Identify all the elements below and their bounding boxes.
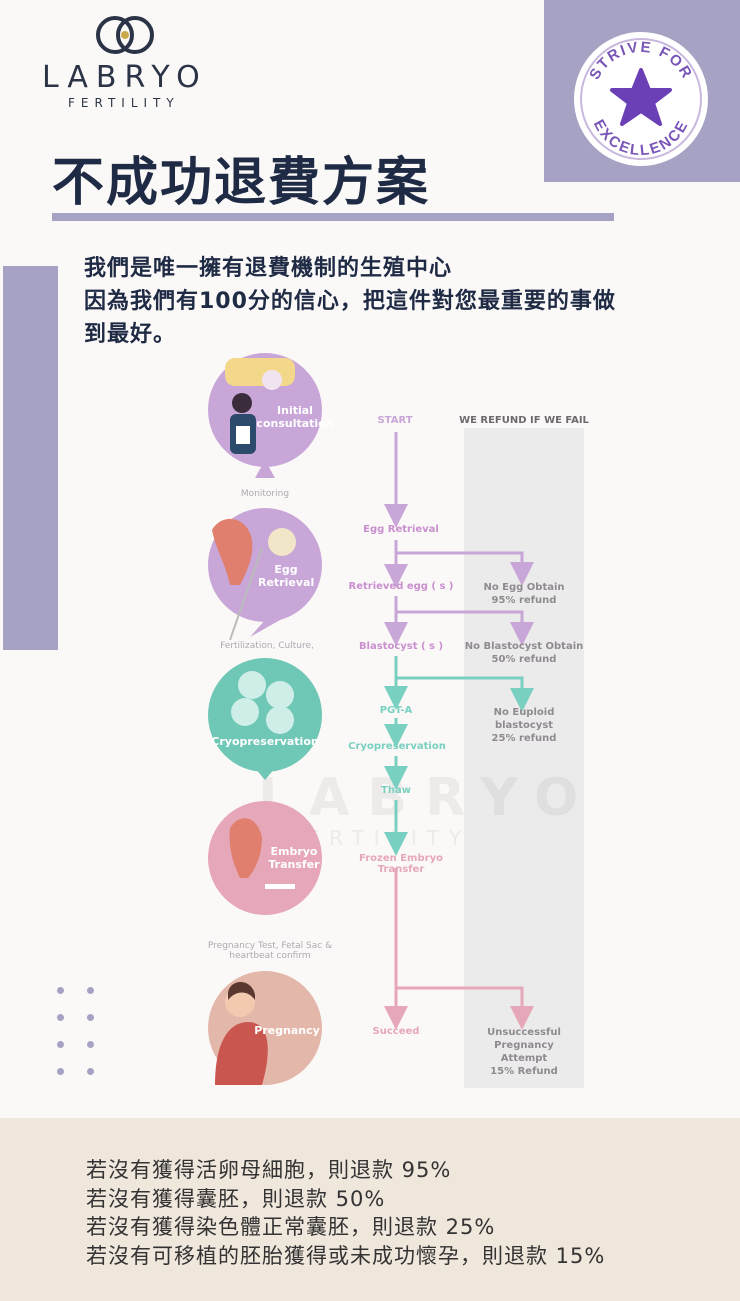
header-start: START: [377, 415, 413, 426]
stage-label-cryopreservation: Cryopreservation: [211, 735, 319, 748]
intro-text: 我們是唯一擁有退費機制的生殖中心 因為我們有100分的信心，把這件對您最重要的事…: [84, 252, 724, 351]
logo-subtitle: FERTILITY: [68, 96, 180, 110]
footer-line: 若沒有可移植的胚胎獲得或未成功懷孕，則退款 15%: [86, 1243, 606, 1268]
step-retrieved-egg: Retrieved egg ( s ): [348, 581, 454, 592]
title-underline: [52, 213, 614, 221]
refund-line: 50% refund: [491, 654, 557, 665]
step-pgt-a: PGT-A: [379, 705, 413, 716]
footer-line: 若沒有獲得活卵母細胞，則退款 95%: [86, 1158, 452, 1182]
footer-line: 若沒有獲得囊胚，則退款 50%: [86, 1186, 386, 1211]
refund-no-euploid: No Euploid blastocyst 25% refund: [464, 706, 584, 745]
step-succeed: Succeed: [372, 1026, 420, 1037]
cryopreservation-icon: [208, 658, 322, 780]
star-icon: [610, 68, 672, 126]
between-label-fertilization: Fertilization, Culture,: [220, 641, 314, 651]
refund-line: No Euploid blastocyst: [493, 707, 555, 731]
refund-line: Attempt: [500, 1053, 548, 1064]
intro-line: 因為我們有100分的信心，把這件對您最重要的事做: [84, 289, 616, 314]
step-cryopreservation: Cryopreservation: [348, 741, 446, 752]
step-egg-retrieval: Egg Retrieval: [363, 524, 439, 535]
refund-line: Unsuccessful: [487, 1027, 561, 1038]
refund-no-egg: No Egg Obtain 95% refund: [464, 581, 584, 607]
step-blastocyst: Blastocyst ( s ): [358, 641, 444, 652]
footer-panel: [0, 1118, 740, 1301]
watermark-text: LABRYO: [258, 768, 597, 828]
refund-line: No Blastocyst Obtain: [464, 641, 584, 652]
refund-line: Pregnancy: [494, 1040, 554, 1051]
intro-line: 到最好。: [84, 322, 177, 347]
stage-label-embryo-transfer: Embryo Transfer: [268, 845, 320, 871]
refund-unsuccessful-pregnancy: Unsuccessful Pregnancy Attempt 15% Refun…: [464, 1026, 584, 1078]
stage-label-pregnancy: Pregnancy: [254, 1024, 320, 1037]
refund-line: 15% Refund: [490, 1066, 558, 1077]
footer-refund-list: 若沒有獲得活卵母細胞，則退款 95% 若沒有獲得囊胚，則退款 50% 若沒有獲得…: [86, 1156, 605, 1270]
refund-line: 95% refund: [491, 595, 557, 606]
excellence-badge: STRIVE FOR EXCELLENCE: [572, 30, 710, 168]
logo-wordmark: LABRYO: [42, 60, 208, 95]
between-label-monitoring: Monitoring: [240, 489, 290, 499]
pregnancy-icon: [208, 971, 322, 1085]
header-refund: WE REFUND IF WE FAIL: [459, 415, 589, 426]
stage-label-consultation: Initial consultation: [256, 404, 334, 430]
step-thaw: Thaw: [381, 785, 411, 796]
labryo-logo-icon: [96, 16, 154, 54]
refund-column: [464, 428, 584, 1088]
consultation-icon: [208, 353, 322, 478]
left-accent-bar: [3, 266, 58, 650]
footer-line: 若沒有獲得染色體正常囊胚，則退款 25%: [86, 1215, 496, 1239]
step-frozen-embryo-transfer: Frozen Embryo Transfer: [359, 853, 443, 875]
egg-retrieval-icon: [208, 508, 322, 641]
refund-no-blastocyst: No Blastocyst Obtain 50% refund: [464, 640, 584, 666]
stage-label-egg-retrieval: Egg Retrieval: [258, 563, 315, 589]
refund-line: No Egg Obtain: [483, 582, 565, 593]
refund-line: 25% refund: [491, 733, 557, 744]
decorative-dot-grid: [57, 987, 102, 1077]
between-label-pregnancy-test: Pregnancy Test, Fetal Sac & heartbeat co…: [207, 941, 333, 961]
intro-line: 我們是唯一擁有退費機制的生殖中心: [84, 256, 453, 281]
stage-circles: [208, 353, 322, 1085]
embryo-transfer-icon: [208, 801, 322, 915]
page-title: 不成功退費方案: [52, 153, 431, 213]
